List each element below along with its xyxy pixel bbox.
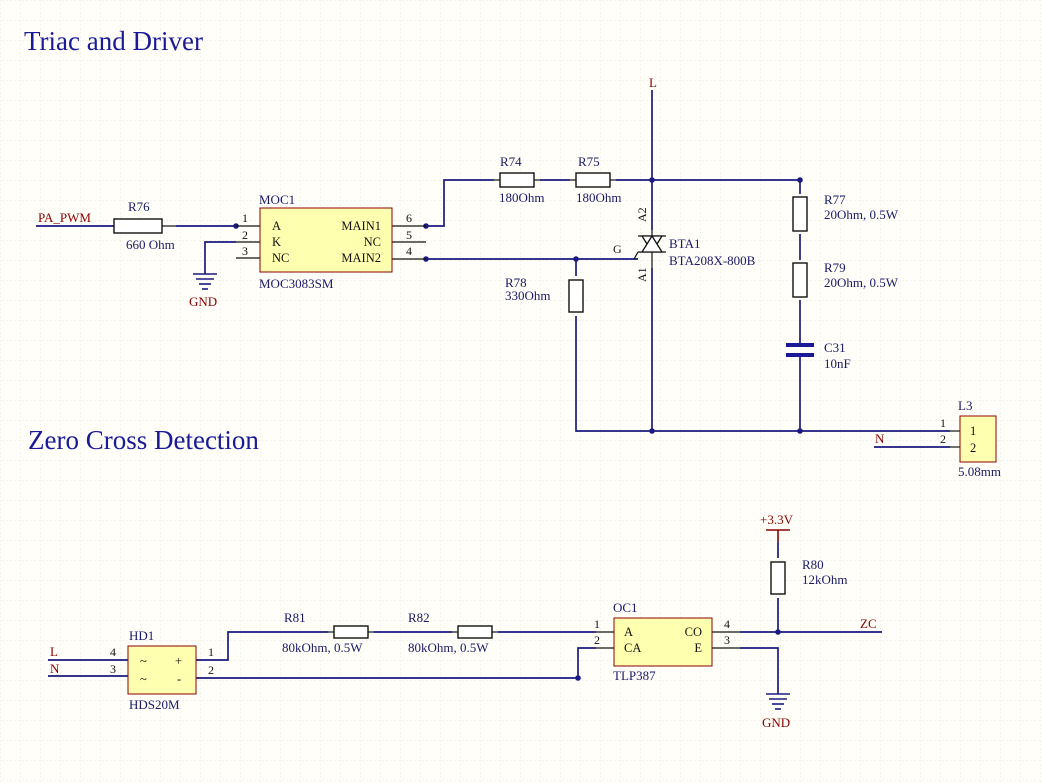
resistor-r77[interactable]: R77 20Ohm, 0.5W <box>792 192 899 232</box>
oc1-pin-3: 3 <box>724 633 730 647</box>
optocoupler-moc1[interactable]: MOC1 MOC3083SM 1 2 3 A K NC 6 5 4 MAIN1 … <box>236 192 426 291</box>
oc1-pin-co: CO <box>685 625 702 639</box>
hd1-pin-ac2: ~ <box>140 672 147 686</box>
oc1-pin-a: A <box>624 625 633 639</box>
gnd-symbol-moc: GND <box>189 273 217 309</box>
resistor-r82[interactable]: R82 80kOhm, 0.5W <box>408 610 498 655</box>
r77-value: 20Ohm, 0.5W <box>824 207 899 222</box>
r77-designator: R77 <box>824 192 846 207</box>
r82-value: 80kOhm, 0.5W <box>408 640 489 655</box>
vcc-label: +3.3V <box>760 512 794 527</box>
r82-designator: R82 <box>408 610 430 625</box>
bta1-designator: BTA1 <box>669 236 700 251</box>
moc1-pin-4: 4 <box>406 244 412 258</box>
r79-designator: R79 <box>824 260 846 275</box>
resistor-r78[interactable]: R78 330Ohm <box>505 275 584 313</box>
oc1-pin-4: 4 <box>724 617 730 631</box>
r81-designator: R81 <box>284 610 306 625</box>
triac-section-title: Triac and Driver <box>24 26 203 56</box>
net-label-l-hd1: L <box>50 644 58 659</box>
zero-cross-junctions <box>575 629 781 681</box>
oc1-designator: OC1 <box>613 600 638 615</box>
bta1-pin-a1: A1 <box>635 267 649 282</box>
oc1-pin-2: 2 <box>594 633 600 647</box>
r80-value: 12kOhm <box>802 572 848 587</box>
net-label-l-top: L <box>649 75 657 90</box>
resistor-r80[interactable]: R80 12kOhm <box>770 557 848 595</box>
moc1-pin-1: 1 <box>242 211 248 225</box>
oc1-pin-e: E <box>694 641 702 655</box>
moc1-pin-k: K <box>272 235 281 249</box>
l3-pin-1-num: 1 <box>940 416 946 430</box>
moc1-value: MOC3083SM <box>259 276 334 291</box>
oc1-value: TLP387 <box>613 668 656 683</box>
oc1-pin-ca: CA <box>624 641 641 655</box>
bridge-rectifier-hd1[interactable]: HD1 HDS20M 4 3 ~ ~ 1 2 + - <box>110 628 214 712</box>
oc1-pin-1: 1 <box>594 617 600 631</box>
resistor-r79[interactable]: R79 20Ohm, 0.5W <box>792 260 899 298</box>
optocoupler-oc1[interactable]: OC1 TLP387 1 2 A CA 4 3 CO E <box>594 600 740 683</box>
resistor-r74[interactable]: R74 180Ohm <box>494 154 545 205</box>
resistor-r75[interactable]: R75 180Ohm <box>570 154 622 205</box>
r74-designator: R74 <box>500 154 522 169</box>
l3-value: 5.08mm <box>958 464 1001 479</box>
c31-value: 10nF <box>824 356 851 371</box>
connector-l3[interactable]: L3 5.08mm 1 2 1 2 <box>940 398 1001 479</box>
gnd-label-oc: GND <box>762 715 790 730</box>
moc1-pin-5: 5 <box>406 228 412 242</box>
moc1-pin-nc-left: NC <box>272 251 289 265</box>
r79-value: 20Ohm, 0.5W <box>824 275 899 290</box>
r78-value: 330Ohm <box>505 288 551 303</box>
moc1-pin-a: A <box>272 219 281 233</box>
power-symbol-3v3: +3.3V <box>760 512 794 542</box>
r78-designator: R78 <box>505 275 527 290</box>
resistor-r81[interactable]: R81 80kOhm, 0.5W <box>282 610 374 655</box>
moc1-pin-nc-right: NC <box>364 235 381 249</box>
r75-designator: R75 <box>578 154 600 169</box>
r80-designator: R80 <box>802 557 824 572</box>
hd1-value: HDS20M <box>129 697 180 712</box>
l3-pin-2-num: 2 <box>940 432 946 446</box>
capacitor-c31[interactable]: C31 10nF <box>786 340 851 371</box>
c31-designator: C31 <box>824 340 846 355</box>
r75-value: 180Ohm <box>576 190 622 205</box>
r74-value: 180Ohm <box>499 190 545 205</box>
bta1-pin-g: G <box>613 242 622 256</box>
l3-pin-1-label: 1 <box>970 424 976 438</box>
r76-designator: R76 <box>128 199 150 214</box>
r81-value: 80kOhm, 0.5W <box>282 640 363 655</box>
hd1-designator: HD1 <box>129 628 154 643</box>
gnd-label-moc: GND <box>189 294 217 309</box>
hd1-pin-4: 4 <box>110 645 116 659</box>
l3-pin-2-label: 2 <box>970 441 976 455</box>
net-port-l-top: L <box>649 75 657 90</box>
hd1-pin-minus: - <box>177 672 181 686</box>
triac-wires <box>36 90 950 448</box>
r76-value: 660 Ohm <box>126 237 175 252</box>
hd1-pin-1: 1 <box>208 645 214 659</box>
net-label-n-l3: N <box>875 431 885 446</box>
resistor-r76[interactable]: R76 660 Ohm <box>113 199 176 252</box>
gnd-symbol-oc: GND <box>762 693 790 730</box>
hd1-pin-ac1: ~ <box>140 654 147 668</box>
hd1-pin-plus: + <box>175 654 182 668</box>
moc1-pin-3: 3 <box>242 244 248 258</box>
hd1-pin-3: 3 <box>110 662 116 676</box>
moc1-pin-6: 6 <box>406 211 412 225</box>
l3-designator: L3 <box>958 398 972 413</box>
triac-bta1[interactable]: A2 A1 G BTA1 BTA208X-800B <box>613 207 756 282</box>
net-label-n-hd1: N <box>50 661 60 676</box>
moc1-pin-main2: MAIN2 <box>341 251 381 265</box>
bta1-value: BTA208X-800B <box>669 253 756 268</box>
bta1-pin-a2: A2 <box>635 207 649 222</box>
hd1-pin-2: 2 <box>208 663 214 677</box>
moc1-pin-2: 2 <box>242 228 248 242</box>
moc1-pin-main1: MAIN1 <box>341 219 381 233</box>
moc1-designator: MOC1 <box>259 192 295 207</box>
zero-cross-section-title: Zero Cross Detection <box>28 425 259 455</box>
zero-cross-wires <box>48 542 882 694</box>
net-label-zc: ZC <box>860 616 877 631</box>
net-label-pa-pwm: PA_PWM <box>38 210 91 225</box>
